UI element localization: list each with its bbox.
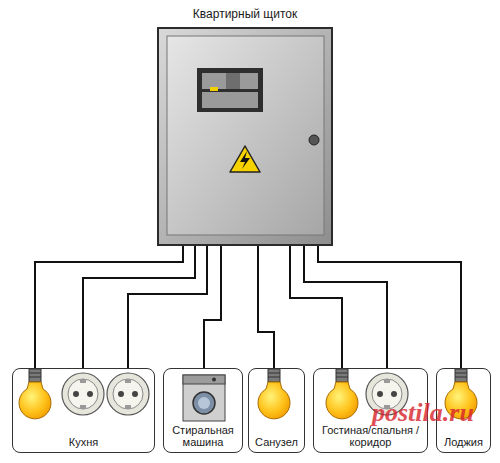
cabinet-door — [167, 36, 324, 235]
breaker-row — [202, 92, 258, 108]
wire — [318, 246, 461, 368]
panel-title: Квартирный щиток — [99, 7, 391, 21]
door-knob — [309, 135, 319, 145]
room-group: Стиральная машина — [163, 368, 243, 453]
room-group: Санузел — [248, 368, 305, 453]
room-group: Кухня — [12, 368, 155, 453]
room-label: Стиральная машина — [166, 424, 240, 448]
wire — [128, 246, 207, 368]
room-label: Санузел — [251, 436, 302, 448]
cabinet-body — [158, 28, 332, 244]
breaker-row — [202, 73, 258, 89]
breaker-window — [197, 68, 263, 112]
distribution-panel: Квартирный щиток — [157, 27, 333, 246]
wire — [304, 246, 387, 368]
wire — [290, 246, 342, 368]
room-label: Лоджия — [439, 436, 488, 448]
lightning-bolt — [240, 151, 250, 169]
watermark: postila.ru — [372, 398, 474, 428]
wire — [204, 246, 221, 368]
wire — [35, 246, 183, 368]
washing-machine — [183, 375, 225, 421]
room-label: Кухня — [15, 436, 152, 448]
indicator — [210, 87, 218, 91]
breaker — [226, 73, 240, 89]
wire — [258, 246, 274, 368]
warning-sign — [230, 146, 260, 172]
room-label: Гостиная/спальня /коридор — [316, 424, 425, 448]
wire — [83, 246, 195, 368]
